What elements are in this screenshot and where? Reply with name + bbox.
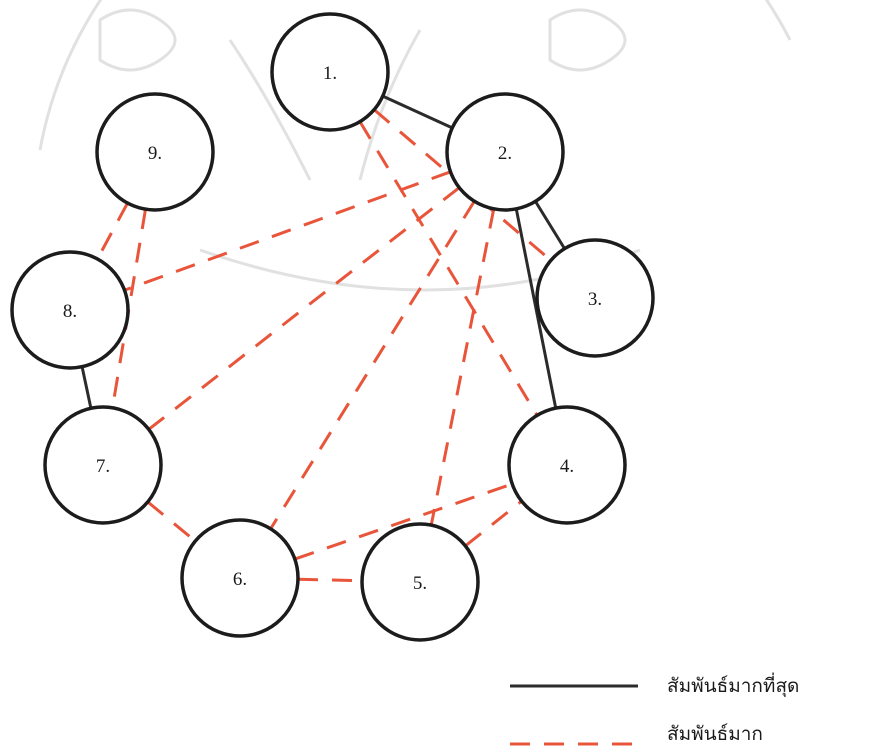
node-1: 1. bbox=[270, 12, 390, 132]
node-circle bbox=[360, 522, 480, 642]
node-8: 8. bbox=[10, 250, 130, 370]
node-label: 3. bbox=[588, 289, 602, 310]
node-2: 2. bbox=[445, 92, 565, 212]
node-label: 2. bbox=[498, 143, 512, 164]
edge-2-5 bbox=[429, 208, 496, 526]
edge-1-2 bbox=[382, 94, 453, 130]
edge-5-4 bbox=[464, 499, 523, 548]
edge-9-8 bbox=[96, 202, 129, 260]
node-label: 9. bbox=[148, 143, 162, 164]
node-6: 6. bbox=[180, 518, 300, 638]
node-circle bbox=[535, 238, 655, 358]
node-label: 6. bbox=[233, 569, 247, 590]
edge-7-8 bbox=[80, 366, 93, 409]
nodes-layer: 1. 2. 3. 4. 5. 6. 7. 8. 9. bbox=[10, 12, 655, 642]
edge-1-4 bbox=[358, 120, 539, 417]
node-circle bbox=[445, 92, 565, 212]
legend: สัมพันธ์มากที่สุด สัมพันธ์มาก bbox=[510, 672, 799, 746]
node-label: 7. bbox=[96, 456, 110, 477]
edge-2-4 bbox=[514, 208, 558, 409]
edge-6-5 bbox=[297, 577, 363, 583]
node-9: 9. bbox=[95, 92, 215, 212]
node-circle bbox=[95, 92, 215, 212]
edge-7-6 bbox=[146, 500, 197, 543]
legend-strong-label: สัมพันธ์มาก bbox=[667, 723, 763, 745]
node-5: 5. bbox=[360, 522, 480, 642]
edge-2-6 bbox=[269, 200, 476, 530]
node-label: 5. bbox=[413, 573, 427, 594]
node-label: 1. bbox=[323, 63, 337, 84]
node-4: 4. bbox=[507, 405, 627, 525]
edge-2-8 bbox=[124, 170, 451, 292]
node-label: 8. bbox=[63, 301, 77, 322]
node-3: 3. bbox=[535, 238, 655, 358]
legend-strongest-label: สัมพันธ์มากที่สุด bbox=[667, 672, 799, 698]
node-circle bbox=[507, 405, 627, 525]
node-7: 7. bbox=[43, 405, 163, 525]
node-label: 4. bbox=[560, 456, 574, 477]
edge-2-3 bbox=[534, 200, 566, 250]
node-circle bbox=[180, 518, 300, 638]
node-circle bbox=[43, 405, 163, 525]
node-circle bbox=[10, 250, 130, 370]
edge-6-4 bbox=[294, 482, 513, 561]
node-circle bbox=[270, 12, 390, 132]
